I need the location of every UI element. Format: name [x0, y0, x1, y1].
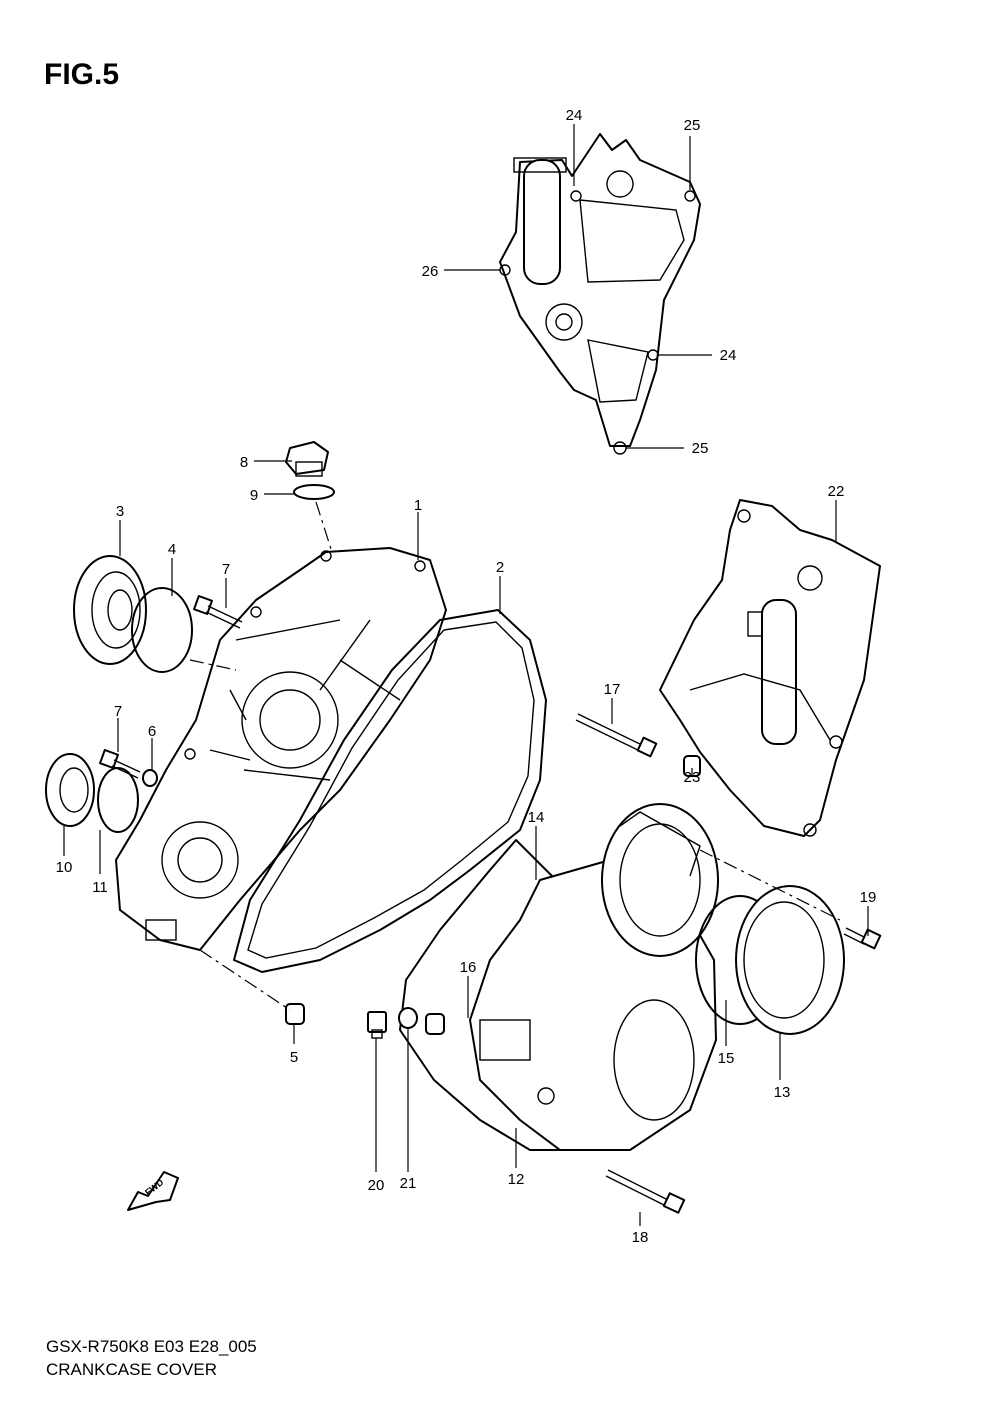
callout-4: 4 [168, 541, 176, 558]
long-bolt [605, 1169, 686, 1214]
callout-9: 9 [250, 487, 258, 504]
oil-seal [73, 555, 147, 665]
callout-11: 11 [92, 879, 108, 896]
callout-25: 25 [692, 440, 709, 457]
filler-cap-o-ring [293, 484, 335, 500]
callout-5: 5 [290, 1049, 298, 1066]
crankcase-cover [115, 547, 447, 951]
cover-gasket [233, 609, 547, 973]
oil-filler-cap [285, 441, 329, 477]
washer [142, 769, 158, 787]
callout-7: 7 [114, 703, 122, 720]
dowel-pin [285, 1003, 305, 1025]
callout-2: 2 [496, 559, 504, 576]
callout-23: 23 [684, 769, 701, 786]
short-bolt [843, 927, 882, 950]
generator-cover [469, 803, 719, 1151]
leader-lines [63, 124, 869, 1226]
callout-21: 21 [400, 1175, 417, 1192]
callout-13: 13 [774, 1084, 791, 1101]
fwd-arrow-icon: FWD [127, 1171, 179, 1211]
dowel-pin [425, 1013, 445, 1035]
callout-7: 7 [222, 561, 230, 578]
callout-18: 18 [632, 1229, 649, 1246]
callout-3: 3 [116, 503, 124, 520]
callout-20: 20 [368, 1177, 385, 1194]
callout-25: 25 [684, 117, 701, 134]
callout-22: 22 [828, 483, 845, 500]
figure-name: CRANKCASE COVER [46, 1360, 217, 1379]
callout-labels: 1 2 3 4 5 6 7 7 8 9 10 11 12 13 14 15 16… [56, 107, 877, 1246]
seal-o-ring [131, 587, 193, 673]
callout-24: 24 [566, 107, 583, 124]
callout-1: 1 [414, 497, 422, 514]
callout-16: 16 [460, 959, 477, 976]
callout-12: 12 [508, 1171, 525, 1188]
callout-15: 15 [718, 1050, 735, 1067]
top-bracket-cover [499, 133, 701, 455]
callout-24: 24 [720, 347, 737, 364]
callout-10: 10 [56, 859, 73, 876]
bolt [193, 595, 243, 629]
model-code: GSX-R750K8 E03 E28_005 [46, 1337, 257, 1356]
callout-8: 8 [240, 454, 248, 471]
drain-bolt [367, 1011, 387, 1039]
callout-14: 14 [528, 809, 545, 826]
callout-26: 26 [422, 263, 439, 280]
small-oil-seal [45, 753, 95, 827]
figure-title: FIG.5 [44, 58, 120, 91]
callout-19: 19 [860, 889, 877, 906]
callout-6: 6 [148, 723, 156, 740]
starter-clutch-cover [659, 499, 881, 837]
callout-17: 17 [604, 681, 621, 698]
inspection-cap [735, 885, 845, 1035]
small-o-ring [97, 767, 139, 833]
long-bolt [575, 713, 658, 758]
bolt [99, 749, 141, 779]
drain-washer [398, 1007, 418, 1029]
